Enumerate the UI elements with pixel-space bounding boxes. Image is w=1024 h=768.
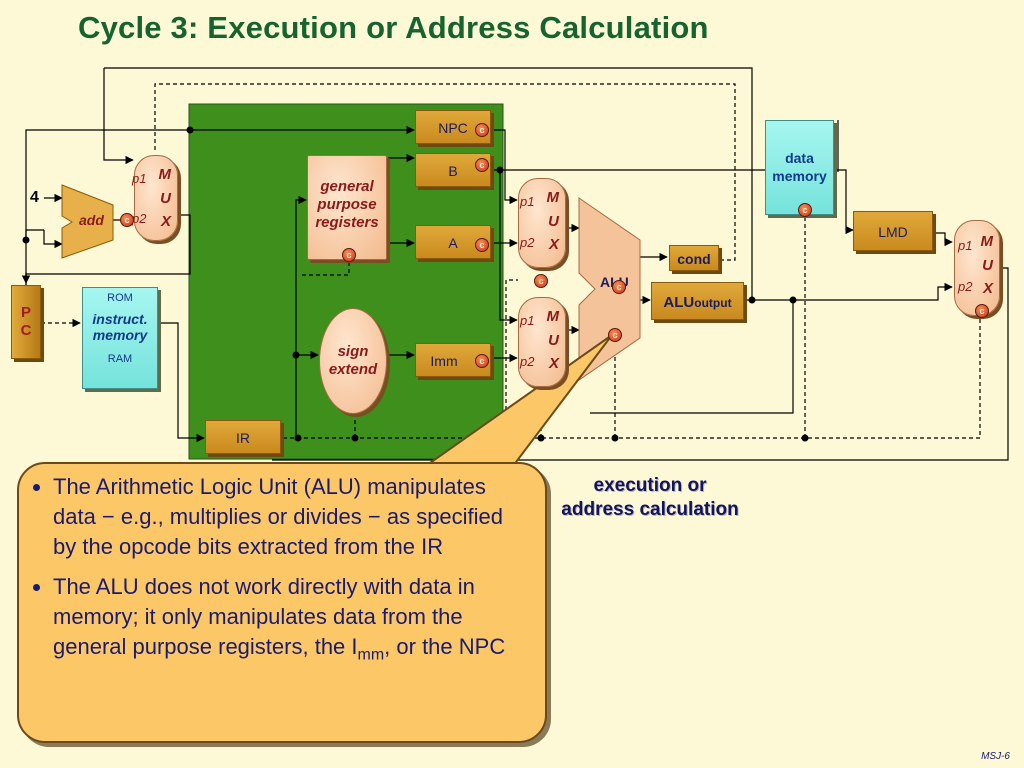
rom-label: ROM [107,292,133,304]
mux-port-p1: p1 [958,238,973,253]
alu-input-mux-2: M U X p1 p2 [518,297,566,387]
mux-port-p1: p1 [132,171,147,186]
stage-label-line-2: address calculation [561,499,739,520]
alu-output-label: ALUoutput [663,294,732,311]
mux-port-p2: p2 [520,235,535,250]
mux-letter: U [982,257,993,274]
control-icon: c [534,274,548,288]
sign-extend-unit: sign extend [319,308,387,414]
adder-label: add [79,212,104,228]
slide-footer: MSJ-6 [981,751,1010,762]
b-label: B [448,163,458,179]
mux-port-p2: p2 [958,279,973,294]
callout-bullet-1: The Arithmetic Logic Unit (ALU) manipula… [53,472,527,562]
npc-register: NPC [415,110,491,144]
mux-port-p2: p2 [520,354,535,369]
control-icon: c [475,123,489,137]
control-icon: c [798,203,812,217]
cond-label: cond [677,251,711,267]
callout-bullet-2-text: The ALU does not work directly with data… [53,574,475,659]
mux-port-p2: p2 [132,211,147,226]
constant-four: 4 [30,189,39,206]
alu-output-prefix: ALU [663,294,695,311]
data-memory-label-2: memory [772,168,827,184]
ram-label: RAM [107,353,133,365]
control-icon: c [475,158,489,172]
sign-extend-label-1: sign [337,343,369,360]
control-icon: c [475,354,489,368]
callout-bullet-2-tail: , or the NPC [384,634,506,659]
mux-letter: U [548,332,559,349]
alu-shape [578,197,641,381]
explanation-callout: The Arithmetic Logic Unit (ALU) manipula… [17,462,547,743]
ir-register: IR [205,420,281,454]
control-icon: c [612,280,626,294]
alu-output-suffix: output [694,296,732,310]
mux-letter: X [548,236,559,253]
cond-register: cond [669,245,719,271]
adder-shape [61,184,114,259]
program-counter: P C [11,285,41,359]
general-purpose-registers: general purpose registers [307,155,387,260]
npc-label: NPC [438,120,468,136]
instruction-memory-label-2: memory [92,327,148,343]
stage-label: execution or address calculation [540,474,760,522]
gpr-label-1: general [320,178,374,195]
alu-output-register: ALUoutput [651,282,744,320]
control-icon: c [975,304,989,318]
imm-label: Imm [430,353,458,369]
pc-letter-c: C [20,322,32,339]
callout-bullet-2-subscript: mm [357,646,385,664]
gpr-label-2: purpose [317,196,377,213]
writeback-mux: M U X p1 p2 [954,220,1000,316]
instruction-memory: ROM instruct. memory RAM [82,287,158,389]
data-memory: data memory [765,120,834,215]
mux-port-p1: p1 [520,194,535,209]
ir-label: IR [236,430,250,446]
mux-letter: M [546,308,560,325]
lmd-register: LMD [853,211,933,251]
control-icon: c [475,238,489,252]
instruction-memory-label-1: instruct. [92,311,148,327]
control-icon: c [120,213,134,227]
mux-letter: M [980,233,994,250]
slide-title: Cycle 3: Execution or Address Calculatio… [78,10,709,45]
control-icon: c [608,328,622,342]
control-icon: c [342,248,356,262]
alu-input-mux-1: M U X p1 p2 [518,178,566,268]
mux-letter: U [548,213,559,230]
lmd-label: LMD [878,224,908,240]
mux-port-p1: p1 [520,313,535,328]
callout-bullet-2: The ALU does not work directly with data… [53,572,527,670]
pc-letter-p: P [20,304,31,321]
a-label: A [448,235,458,251]
gpr-label-3: registers [315,214,379,231]
pc-mux: M U X p1 p2 [132,155,178,241]
mux-letter: U [160,190,171,207]
stage-label-line-1: execution or [593,475,707,496]
data-memory-label-1: data [785,150,814,166]
mux-letter: X [160,213,171,230]
mux-letter: M [158,166,172,183]
mux-letter: M [546,189,560,206]
mux-letter: X [548,355,559,372]
mux-letter: X [982,280,993,297]
sign-extend-label-2: extend [328,361,378,378]
